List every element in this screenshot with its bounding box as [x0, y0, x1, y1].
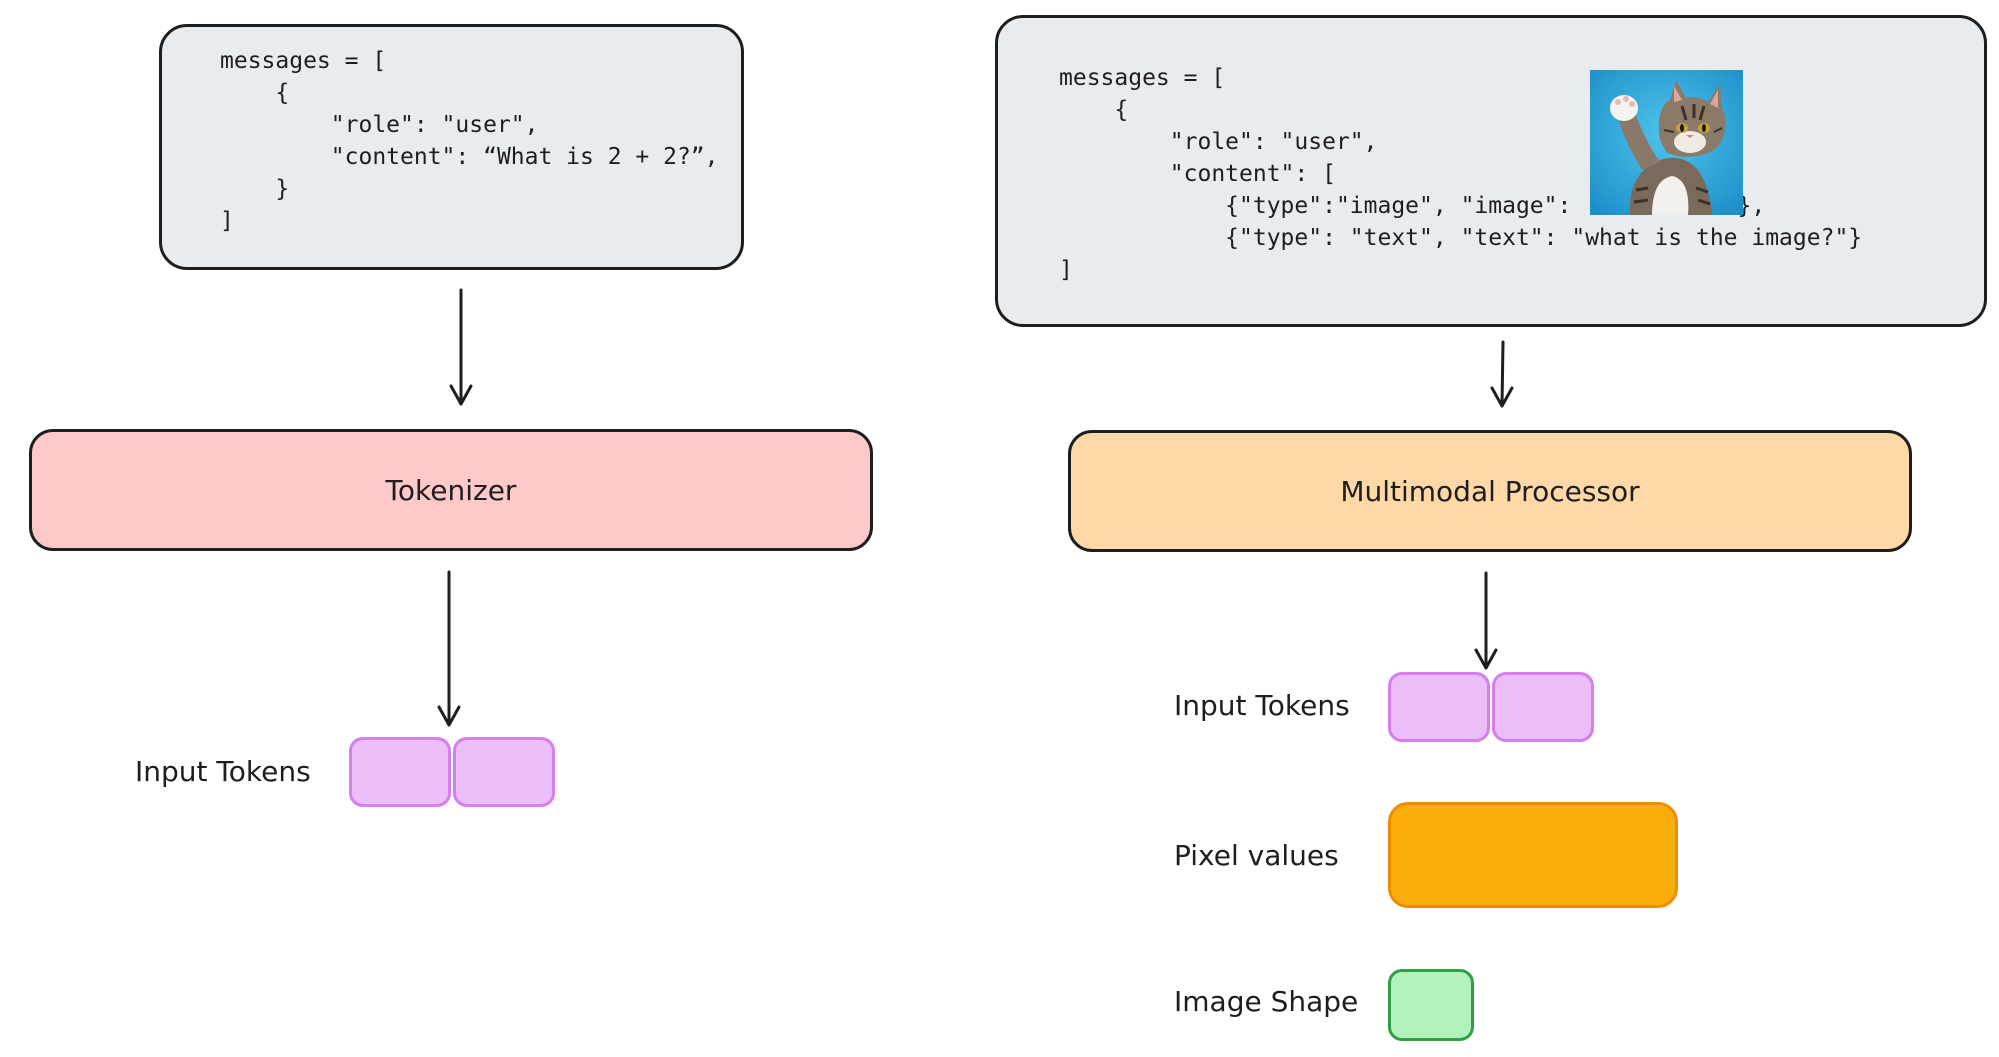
code-line: ]	[1059, 257, 1073, 283]
multimodal-processor-label: Multimodal Processor	[1340, 474, 1640, 508]
multimodal-processor-box: Multimodal Processor	[1068, 430, 1912, 552]
arrow-right-processor-to-tokens	[1474, 571, 1498, 670]
code-line: {	[1059, 97, 1129, 123]
left-input-tokens-label: Input Tokens	[135, 755, 311, 788]
code-line: {"type":"image", "image": },	[1059, 193, 1766, 219]
code-line: ]	[220, 208, 234, 234]
code-line: "role": "user",	[220, 112, 539, 138]
right-input-token	[1388, 672, 1490, 742]
left-code-block: messages = [ { "role": "user", "content"…	[220, 45, 719, 237]
pixel-values-box	[1388, 802, 1678, 908]
pixel-values-label: Pixel values	[1174, 839, 1339, 872]
code-line: "content": “What is 2 + 2?”,	[220, 144, 719, 170]
code-line: }	[220, 176, 290, 202]
code-line: messages = [	[220, 48, 387, 74]
right-messages-code-box: messages = [ { "role": "user", "content"…	[995, 15, 1987, 327]
left-input-token	[349, 737, 451, 807]
left-messages-code-box: messages = [ { "role": "user", "content"…	[159, 24, 744, 270]
arrow-left-code-to-tokenizer	[449, 288, 473, 406]
cat-photo-icon	[1590, 70, 1743, 215]
right-input-tokens-label: Input Tokens	[1174, 689, 1350, 722]
code-line: messages = [	[1059, 65, 1226, 91]
tokenizer-box: Tokenizer	[29, 429, 873, 551]
code-line: {	[220, 80, 290, 106]
left-input-token	[453, 737, 555, 807]
arrow-left-tokenizer-to-tokens	[437, 570, 461, 727]
tokenizer-label: Tokenizer	[385, 473, 517, 507]
code-line: "content": [	[1059, 161, 1336, 187]
right-code-block: messages = [ { "role": "user", "content"…	[1059, 62, 1862, 286]
arrow-right-code-to-processor	[1490, 340, 1514, 408]
image-shape-label: Image Shape	[1174, 985, 1359, 1018]
code-line: "role": "user",	[1059, 129, 1378, 155]
code-line: {"type": "text", "text": "what is the im…	[1059, 225, 1863, 251]
image-shape-box	[1388, 969, 1474, 1041]
right-input-token	[1492, 672, 1594, 742]
